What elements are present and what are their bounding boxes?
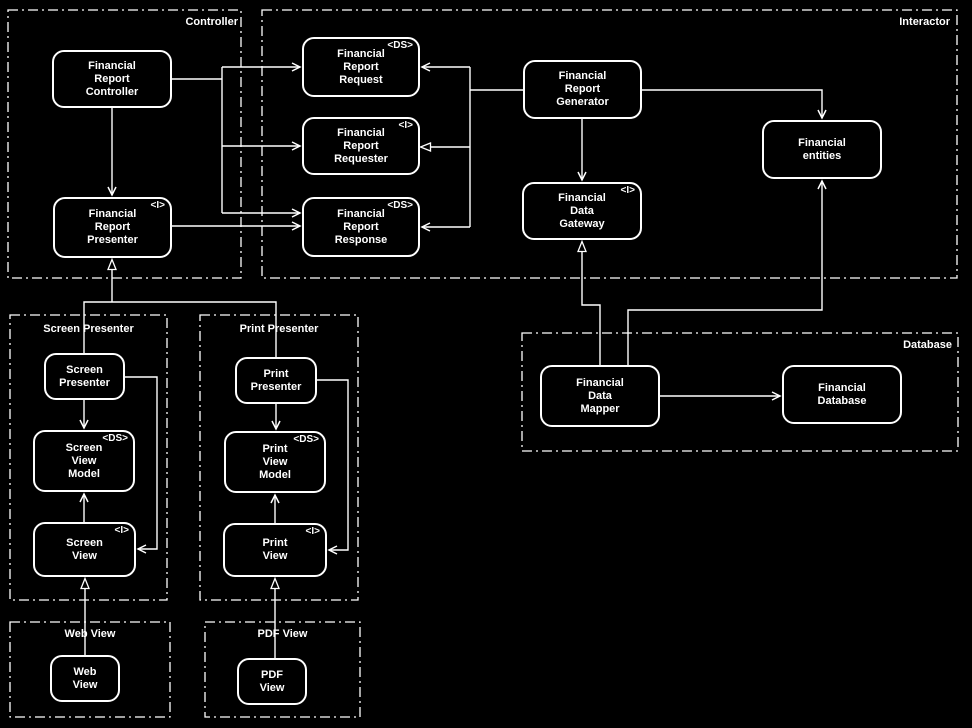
node-label: Financial Database — [817, 381, 867, 407]
connector-controller-trunk — [172, 67, 223, 213]
node-financial-report-generator: Financial Report Generator — [523, 60, 642, 119]
connector-generator-trunk — [469, 67, 523, 227]
node-print-view: <I> Print View — [223, 523, 327, 577]
node-screen-view: <I> Screen View — [33, 522, 136, 577]
node-label: Screen View — [66, 536, 103, 562]
node-label: Financial Report Presenter — [87, 208, 138, 246]
region-interactor — [261, 9, 958, 279]
node-financial-data-gateway: <I> Financial Data Gateway — [522, 182, 642, 240]
node-label: Financial Report Request — [337, 47, 385, 86]
region-controller — [7, 9, 242, 279]
region-label-controller: Controller — [185, 16, 238, 28]
node-pdf-view: PDF View — [237, 658, 307, 705]
stereotype-ds: <DS> — [293, 434, 319, 445]
node-label: Financial entities — [798, 136, 846, 162]
region-label-database: Database — [903, 339, 952, 351]
region-print-presenter — [199, 314, 359, 601]
region-web-view — [9, 621, 171, 718]
stereotype-interface: <I> — [150, 200, 165, 211]
node-label: Screen Presenter — [59, 363, 110, 389]
connector-presenters-merge — [83, 301, 277, 357]
node-label: Financial Data Gateway — [558, 191, 606, 230]
connector-printpresenter-to-printview — [317, 379, 349, 555]
node-financial-entities: Financial entities — [762, 120, 882, 179]
node-label: Print View Model — [259, 442, 291, 481]
connector-mapper-implements-gateway — [577, 239, 601, 365]
node-label: Financial Report Response — [334, 207, 388, 246]
node-screen-presenter: Screen Presenter — [44, 353, 125, 400]
node-financial-report-requester: <I> Financial Report Requester — [302, 117, 420, 175]
node-label: Screen View Model — [65, 441, 103, 480]
node-label: Financial Report Controller — [85, 59, 139, 98]
node-financial-report-response: <DS> Financial Report Response — [302, 197, 420, 257]
region-label-web-view: Web View — [64, 628, 116, 640]
stereotype-interface: <I> — [398, 120, 413, 131]
node-label: PDF View — [259, 668, 285, 694]
region-database — [521, 332, 959, 452]
stereotype-ds: <DS> — [387, 40, 413, 51]
stereotype-interface: <I> — [305, 526, 320, 537]
node-screen-view-model: <DS> Screen View Model — [33, 430, 135, 492]
node-print-presenter: Print Presenter — [235, 357, 317, 404]
node-label: Print Presenter — [250, 367, 302, 393]
node-label: Financial Report Generator — [556, 70, 609, 108]
region-screen-presenter — [9, 314, 168, 601]
region-label-print-presenter: Print Presenter — [239, 323, 319, 335]
node-financial-report-presenter: <I> Financial Report Presenter — [53, 197, 172, 258]
stereotype-ds: <DS> — [102, 433, 128, 444]
node-financial-report-request: <DS> Financial Report Request — [302, 37, 420, 97]
connector-mapper-to-entities — [627, 179, 827, 365]
region-label-screen-presenter: Screen Presenter — [43, 323, 134, 335]
node-label: Financial Report Requester — [334, 126, 388, 165]
node-print-view-model: <DS> Print View Model — [224, 431, 326, 493]
stereotype-ds: <DS> — [387, 200, 413, 211]
region-label-interactor: Interactor — [899, 16, 950, 28]
connector-generator-to-entities — [642, 89, 827, 120]
region-pdf-view — [204, 621, 361, 718]
region-label-pdf-view: PDF View — [257, 628, 308, 640]
node-web-view: Web View — [50, 655, 120, 702]
node-label: Print View — [262, 537, 288, 562]
node-label: Financial Data Mapper — [576, 376, 624, 415]
node-financial-data-mapper: Financial Data Mapper — [540, 365, 660, 427]
connector-screenpresenter-to-screenview — [125, 376, 158, 554]
node-financial-database: Financial Database — [782, 365, 902, 424]
stereotype-interface: <I> — [114, 525, 129, 536]
node-financial-report-controller: Financial Report Controller — [52, 50, 172, 108]
stereotype-interface: <I> — [620, 185, 635, 196]
node-label: Web View — [72, 665, 98, 691]
